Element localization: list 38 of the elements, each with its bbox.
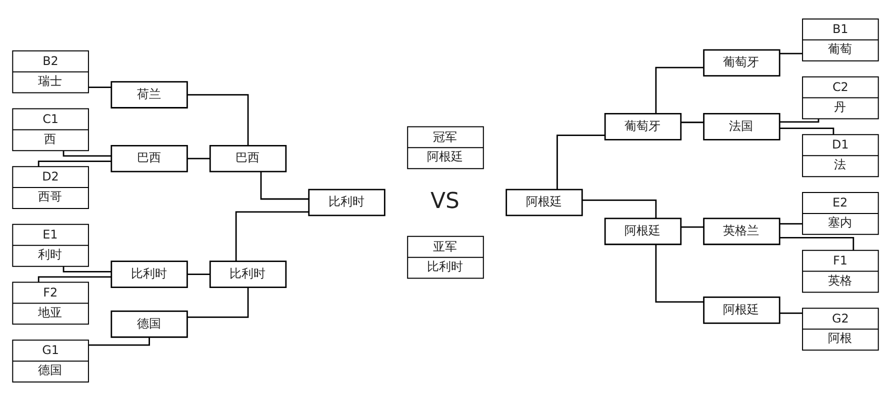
connector bbox=[655, 244, 704, 302]
node-box: 荷兰 bbox=[110, 80, 188, 108]
node-box: 法国 bbox=[703, 112, 780, 140]
connector bbox=[780, 222, 802, 224]
connector bbox=[187, 157, 210, 159]
connector bbox=[88, 337, 150, 346]
node-box: 比利时 bbox=[110, 260, 188, 288]
connector bbox=[62, 150, 112, 156]
node-box: 巴西 bbox=[110, 144, 188, 172]
connector bbox=[780, 52, 802, 54]
connector bbox=[780, 127, 834, 134]
connector bbox=[681, 226, 704, 228]
node-box: 阿根廷 bbox=[703, 296, 780, 324]
connector bbox=[38, 160, 112, 166]
connector bbox=[582, 198, 657, 218]
node-box: 比利时 bbox=[308, 188, 386, 216]
connector bbox=[38, 276, 112, 282]
connector bbox=[62, 266, 112, 272]
connector bbox=[88, 86, 112, 88]
connector bbox=[780, 312, 802, 314]
node-box: 葡萄牙 bbox=[703, 48, 780, 76]
node-box: 阿根廷 bbox=[604, 217, 682, 245]
node-box: 葡萄牙 bbox=[604, 112, 682, 140]
connector bbox=[681, 121, 704, 123]
connector bbox=[556, 134, 605, 189]
node-box: 比利时 bbox=[209, 260, 287, 288]
connector bbox=[780, 118, 820, 122]
connector bbox=[187, 273, 210, 274]
connector bbox=[235, 210, 309, 261]
connector bbox=[655, 66, 704, 114]
connector bbox=[187, 286, 249, 318]
connector bbox=[187, 94, 249, 145]
node-box: 英格兰 bbox=[703, 217, 780, 245]
label: VS bbox=[430, 188, 460, 214]
node-box: 德国 bbox=[110, 310, 188, 338]
node-box: 阿根廷 bbox=[506, 188, 583, 216]
connector bbox=[260, 171, 309, 200]
node-box: 巴西 bbox=[209, 144, 287, 172]
